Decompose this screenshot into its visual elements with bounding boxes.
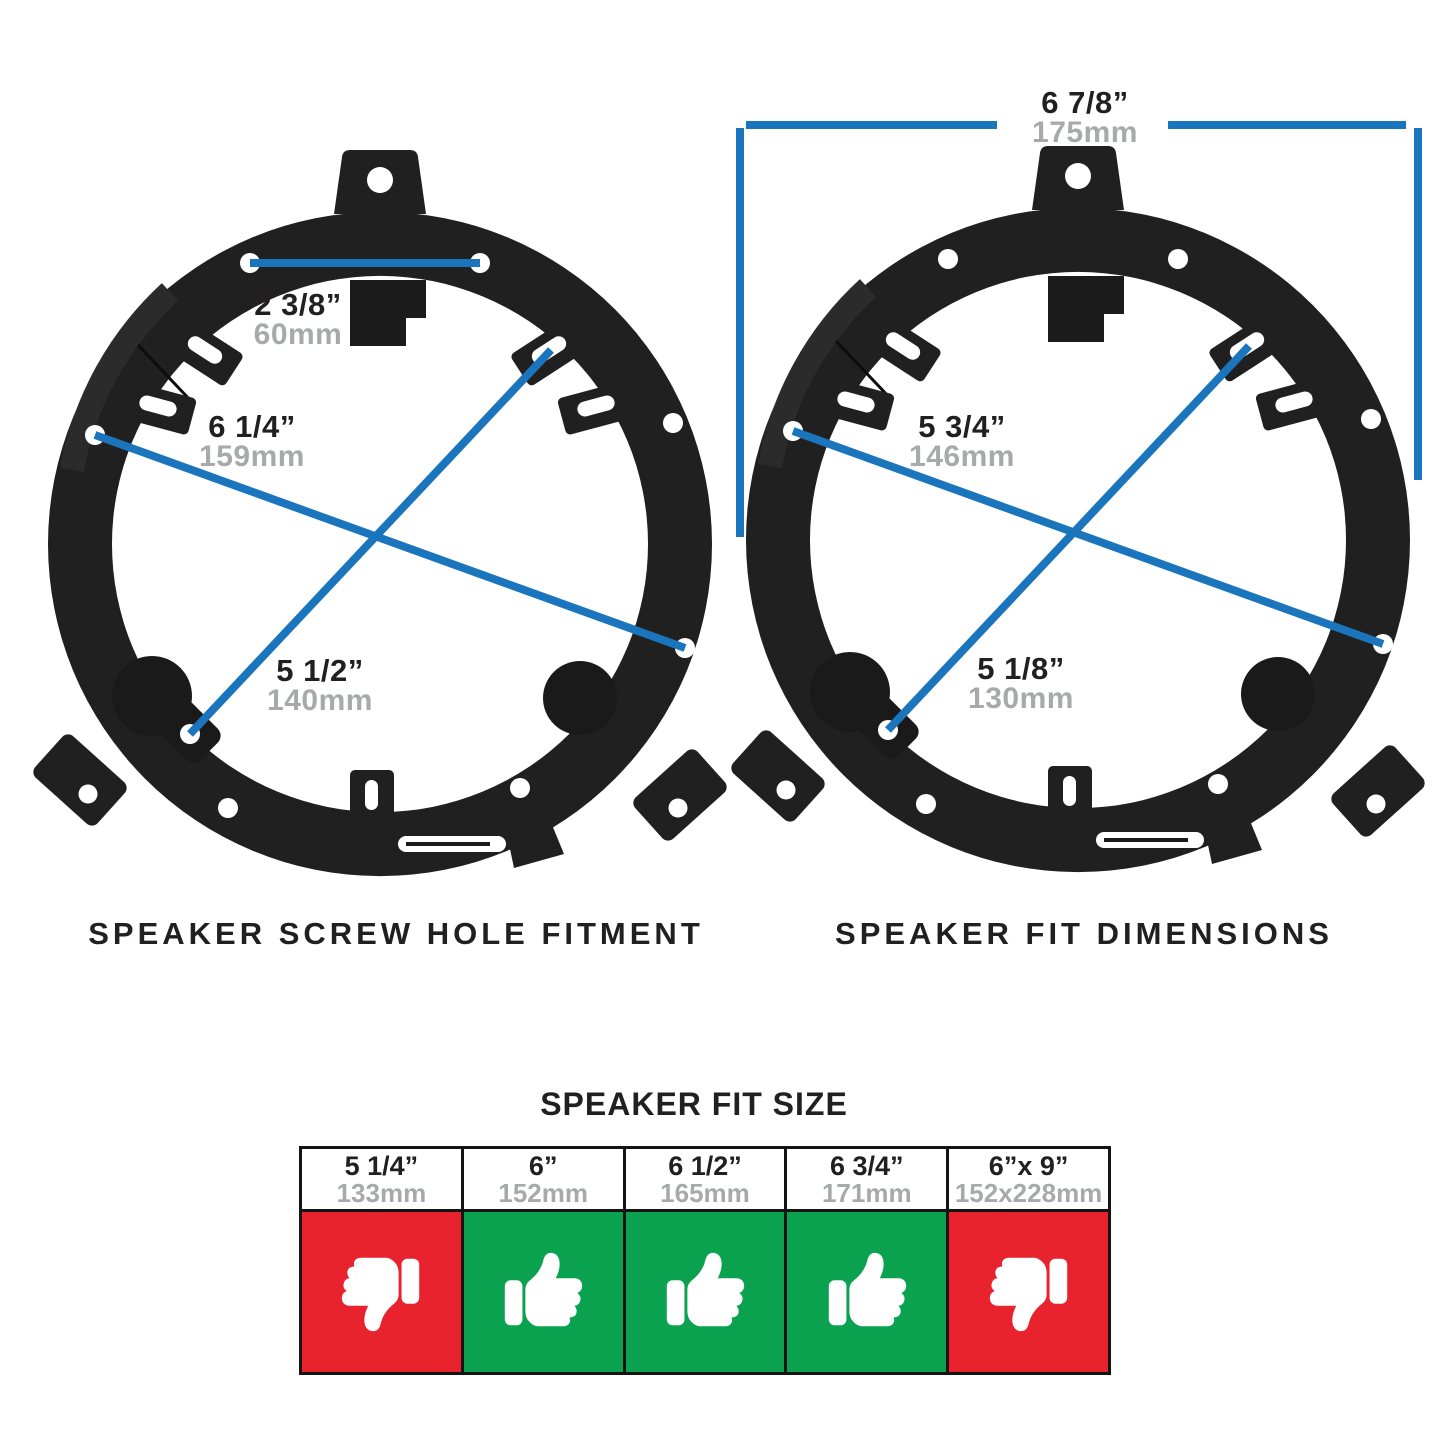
measurement-overall-width: 6 7/8” 175mm	[1000, 85, 1170, 149]
fit-result-cell	[463, 1209, 623, 1372]
measurement-top-hole-spacing: 2 3/8” 60mm	[213, 287, 383, 351]
measurement-short-diagonal-left: 5 1/2” 140mm	[235, 653, 405, 717]
fit-size-inches: 5 1/4”	[344, 1151, 419, 1181]
measurement-mm: 159mm	[199, 440, 305, 473]
measurement-inches: 5 3/4”	[918, 409, 1006, 444]
measurement-mm: 140mm	[267, 684, 373, 717]
fit-column: 6” 152mm	[460, 1149, 623, 1372]
fit-size-mm: 152mm	[498, 1178, 588, 1208]
fit-result-cell	[949, 1209, 1108, 1372]
fit-column: 5 1/4” 133mm	[302, 1149, 461, 1372]
fit-size-inches: 6”	[528, 1151, 558, 1181]
fit-size-mm: 133mm	[336, 1178, 427, 1208]
caption-fit-dimensions: SPEAKER FIT DIMENSIONS	[835, 916, 1333, 951]
measurement-long-diagonal-right: 5 3/4” 146mm	[877, 409, 1047, 473]
fit-column-header: 6 1/2” 165mm	[625, 1149, 785, 1209]
fit-size-mm: 165mm	[660, 1178, 750, 1208]
fit-size-mm: 171mm	[821, 1178, 912, 1208]
thumbs-down-icon	[989, 1257, 1067, 1332]
fit-size-inches: 6”x 9”	[988, 1151, 1069, 1181]
fit-column: 6”x 9” 152x228mm	[946, 1149, 1108, 1372]
fit-column-header: 6” 152mm	[463, 1149, 623, 1209]
thumbs-up-icon	[505, 1252, 583, 1327]
caption-screw-hole-fitment: SPEAKER SCREW HOLE FITMENT	[88, 916, 704, 951]
fit-result-cell	[625, 1209, 785, 1372]
speaker-adapter-ring-left	[20, 140, 740, 900]
measurement-mm: 130mm	[968, 682, 1074, 715]
measurement-mm: 146mm	[909, 440, 1015, 473]
thumbs-down-icon	[342, 1257, 420, 1332]
fit-result-cell	[787, 1209, 947, 1372]
measurement-inches: 2 3/8”	[254, 287, 342, 322]
thumbs-up-icon	[828, 1252, 906, 1327]
fit-result-cell	[302, 1209, 461, 1372]
measurement-short-diagonal-right: 5 1/8” 130mm	[936, 651, 1106, 715]
fit-column-header: 6”x 9” 152x228mm	[949, 1149, 1108, 1209]
fit-column-header: 5 1/4” 133mm	[302, 1149, 461, 1209]
measurement-long-diagonal-left: 6 1/4” 159mm	[167, 409, 337, 473]
speaker-fit-size-table: 5 1/4” 133mm 6” 152mm 6 1/2” 165mm	[299, 1146, 1111, 1375]
measurement-inches: 6 7/8”	[1041, 85, 1129, 120]
speaker-adapter-ring-right	[718, 136, 1438, 896]
fit-table-title: SPEAKER FIT SIZE	[540, 1086, 848, 1122]
measurement-mm: 175mm	[1032, 116, 1138, 149]
measurement-inches: 6 1/4”	[208, 409, 296, 444]
fit-size-inches: 6 1/2”	[668, 1151, 742, 1181]
fit-size-inches: 6 3/4”	[830, 1151, 904, 1181]
measurement-inches: 5 1/8”	[977, 651, 1065, 686]
fit-column-header: 6 3/4” 171mm	[787, 1149, 947, 1209]
fit-column: 6 3/4” 171mm	[784, 1149, 947, 1372]
measurement-mm: 60mm	[253, 318, 343, 351]
fit-column: 6 1/2” 165mm	[622, 1149, 785, 1372]
fit-size-mm: 152x228mm	[954, 1178, 1103, 1208]
measurement-inches: 5 1/2”	[276, 653, 364, 688]
thumbs-up-icon	[666, 1252, 745, 1327]
